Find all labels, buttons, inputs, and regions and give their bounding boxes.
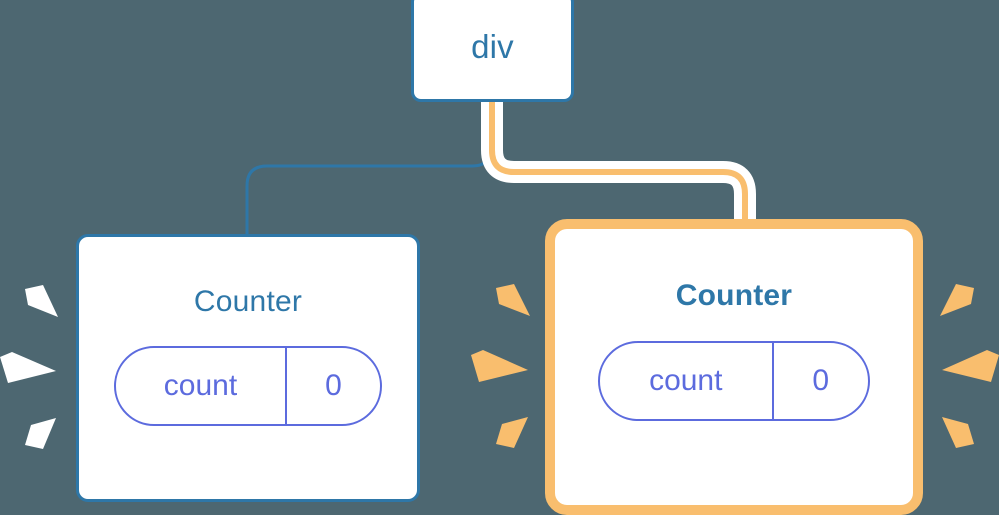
state-badge-left: count 0 <box>114 346 382 426</box>
node-div-label: div <box>471 28 514 65</box>
node-counter-right-label: Counter <box>675 279 793 312</box>
edge-root-to-right-counter <box>489 102 748 232</box>
node-counter-right[interactable]: Counter count 0 <box>545 219 923 515</box>
edge-root-to-right-counter-halo <box>481 102 756 232</box>
edge-root-to-left-counter <box>245 102 494 234</box>
state-value-label: 0 <box>284 348 380 424</box>
node-counter-left[interactable]: Counter count 0 <box>76 234 420 502</box>
node-div[interactable]: div <box>411 0 574 102</box>
state-badge-right: count 0 <box>598 341 870 421</box>
node-counter-left-label: Counter <box>193 285 303 318</box>
node-counter-right-inner: Counter count 0 <box>545 219 923 515</box>
state-value-label: 0 <box>771 343 868 419</box>
state-key-label: count <box>163 369 238 402</box>
state-key-label: count <box>649 364 723 397</box>
